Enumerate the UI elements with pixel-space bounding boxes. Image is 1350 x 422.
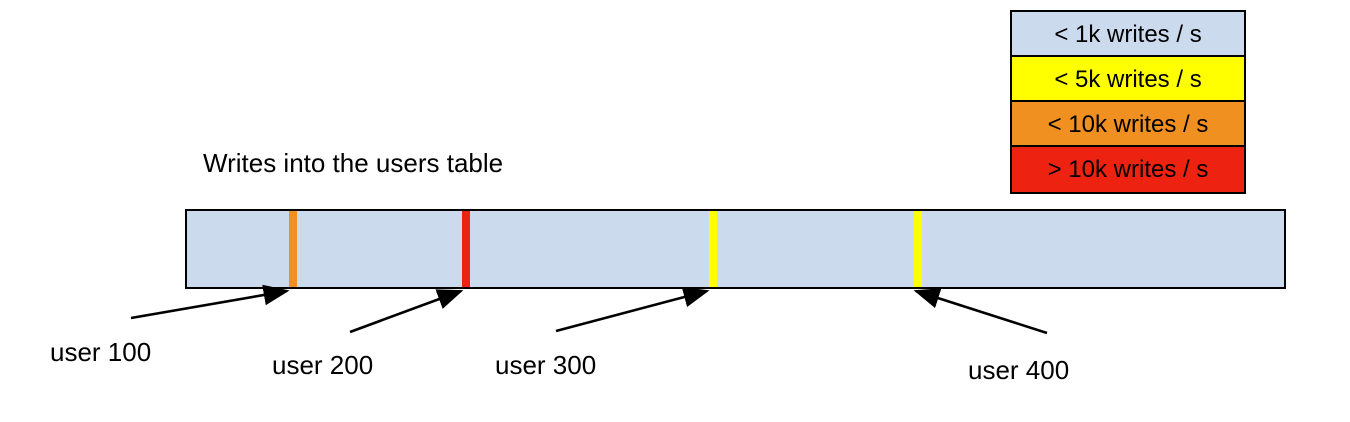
chart-title: Writes into the users table bbox=[203, 148, 504, 178]
callout-label-2: user 200 bbox=[272, 350, 374, 380]
stripe-user-200 bbox=[462, 211, 470, 287]
legend-item-4: > 10k writes / s bbox=[1012, 147, 1244, 192]
callout-arrow-4 bbox=[913, 288, 1048, 335]
legend-item-label: < 10k writes / s bbox=[1047, 111, 1209, 138]
legend-item-1: < 1k writes / s bbox=[1012, 12, 1244, 57]
callout-arrow-2 bbox=[349, 289, 464, 334]
callout-arrow-1 bbox=[130, 284, 290, 320]
users-table-keyspace-bar bbox=[185, 209, 1286, 289]
callout-label-1: user 100 bbox=[50, 337, 152, 367]
stripe-user-400 bbox=[914, 211, 922, 287]
legend-item-label: < 5k writes / s bbox=[1054, 66, 1202, 93]
legend-item-3: < 10k writes / s bbox=[1012, 102, 1244, 147]
stripe-user-100 bbox=[289, 211, 297, 287]
callout-label-4: user 400 bbox=[968, 355, 1070, 385]
legend-item-label: > 10k writes / s bbox=[1047, 156, 1209, 183]
legend-item-label: < 1k writes / s bbox=[1054, 21, 1202, 48]
write-rate-legend: < 1k writes / s < 5k writes / s < 10k writ… bbox=[1010, 10, 1246, 194]
legend-item-2: < 5k writes / s bbox=[1012, 57, 1244, 102]
callout-label-3: user 300 bbox=[495, 350, 597, 380]
callout-arrow-3 bbox=[555, 286, 710, 333]
stripe-user-300 bbox=[709, 211, 717, 287]
